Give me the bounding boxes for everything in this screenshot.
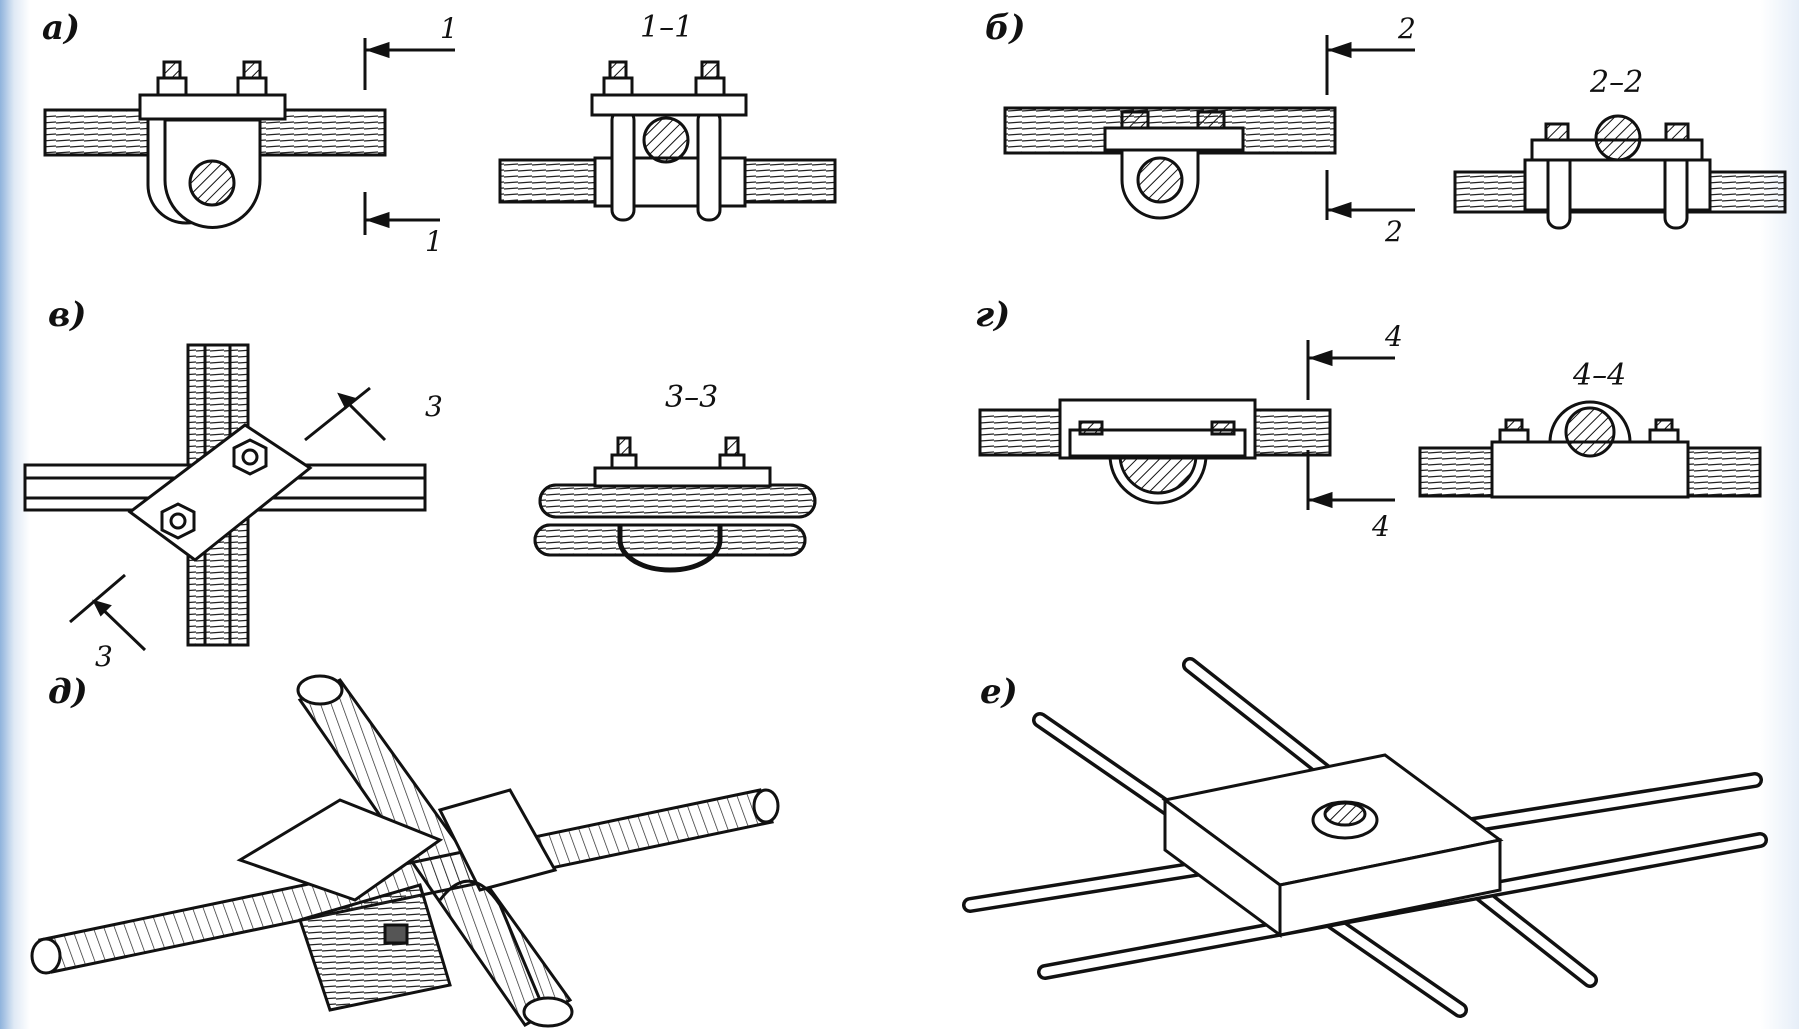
panel-b-section-view [1453, 114, 1787, 230]
cut-mark-4-top: 4 [1385, 320, 1403, 353]
panel-b-front-view [1003, 106, 1337, 220]
panel-g-section-view [1418, 400, 1762, 499]
cut-mark-3-top: 3 [425, 390, 443, 423]
section-title-4-4: 4–4 [1573, 358, 1627, 393]
cut-mark-1-top: 1 [440, 12, 458, 45]
cut-mark-2-bottom: 2 [1385, 215, 1403, 248]
panel-label-a: а) [42, 8, 81, 48]
panel-g-cut-line [1306, 340, 1395, 510]
section-title-2-2: 2–2 [1590, 65, 1644, 100]
cut-mark-1-bottom: 1 [425, 225, 443, 258]
panel-g-front-view [978, 398, 1332, 505]
panel-b-cut-line [1325, 35, 1415, 220]
panel-label-b: б) [985, 8, 1026, 48]
panel-v-cut-line [69, 386, 387, 652]
panel-a-front-view [43, 60, 387, 229]
panel-label-v: в) [48, 295, 87, 335]
cut-mark-4-bottom: 4 [1372, 510, 1390, 543]
panel-a-section-view [498, 60, 837, 222]
cut-mark-3-bottom: 3 [95, 640, 113, 673]
cut-mark-2-top: 2 [1398, 12, 1416, 45]
panel-label-e: е) [980, 672, 1018, 712]
panel-v-plan-view [23, 343, 427, 647]
panel-v-section-view [533, 436, 817, 573]
panel-label-g: г) [975, 295, 1011, 335]
section-title-3-3: 3–3 [665, 380, 719, 415]
panel-e-isometric-clamp [962, 657, 1768, 1018]
section-title-1-1: 1–1 [640, 10, 694, 45]
panel-label-d: д) [48, 672, 88, 712]
panel-d-isometric-clamp [30, 674, 780, 1028]
panel-a-cut-line [363, 38, 455, 235]
